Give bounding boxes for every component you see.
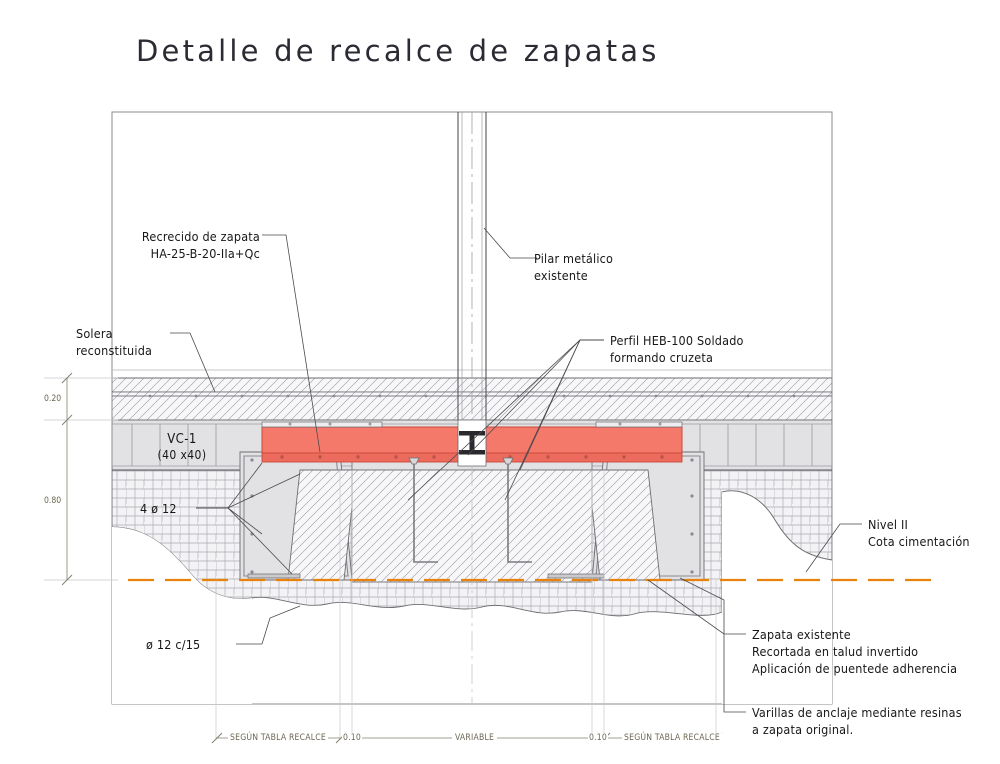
dimension-solera-thickness: 0.20 [44,394,62,404]
dimension-gap-right: 0.10 [588,733,609,743]
annotation-perfil-heb: Perfil HEB-100 Soldado formando cruzeta [610,333,744,365]
pilar-metalico-existente [457,112,487,420]
dimension-variable: VARIABLE [452,733,498,743]
varillas-heads [408,457,514,465]
dimension-foundation-depth: 0.80 [44,496,62,506]
dimension-recalce-right: SEGÚN TABLA RECALCE [622,733,722,743]
varillas-anclaje [413,462,532,563]
annotation-zapata-existente: Zapata existente Recortada en talud inve… [752,627,958,676]
annotation-recrecido: Recrecido de zapata HA-25-B-20-IIa+Qc [141,229,260,261]
plate-bolt-dots [288,422,662,426]
annotation-nivel: Nivel II Cota cimentación [868,517,970,549]
label-vc1: VC-1 (40 x40) [157,432,207,462]
slab-mesh-dots [148,394,796,398]
perfil-heb-100 [261,419,683,467]
label-armadura-inferior: ø 12 c/15 [146,637,201,652]
annotation-pilar: Pilar metálico existente [534,251,614,283]
vertical-dimension-chain [44,372,118,586]
annotation-varillas: Varillas de anclaje mediante resinas a z… [752,705,962,737]
annotation-solera: Solera reconstituida [76,326,153,358]
page-title: Detalle de recalce de zapatas [136,34,660,68]
label-armadura-superior: 4 ø 12 [140,501,177,516]
dimension-gap-left: 0.10 [342,733,363,743]
leader-lines [170,227,862,713]
dimension-recalce-left: SEGÚN TABLA RECALCE [228,733,328,743]
